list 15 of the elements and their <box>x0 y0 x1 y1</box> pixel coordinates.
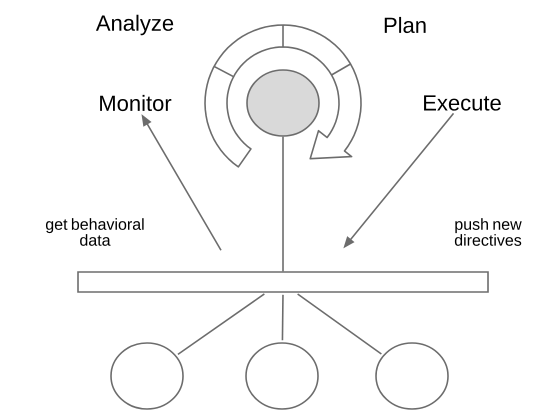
element-circle <box>375 342 449 410</box>
hub-circle <box>246 69 320 137</box>
annotation-text: push new directives <box>454 218 522 246</box>
bus-bar <box>77 271 489 293</box>
connector-line <box>177 293 265 356</box>
annotation-text: get behavioral data <box>46 218 144 246</box>
element-circle <box>110 342 184 410</box>
element-circle <box>245 342 319 410</box>
stage-label: Plan <box>384 16 426 34</box>
stage-label: Execute <box>424 95 501 111</box>
connector-line <box>297 293 382 355</box>
stage-label: Monitor <box>100 94 172 112</box>
connector-line <box>282 294 284 340</box>
stage-label: Analyze <box>96 14 174 36</box>
connector-line <box>282 136 284 272</box>
